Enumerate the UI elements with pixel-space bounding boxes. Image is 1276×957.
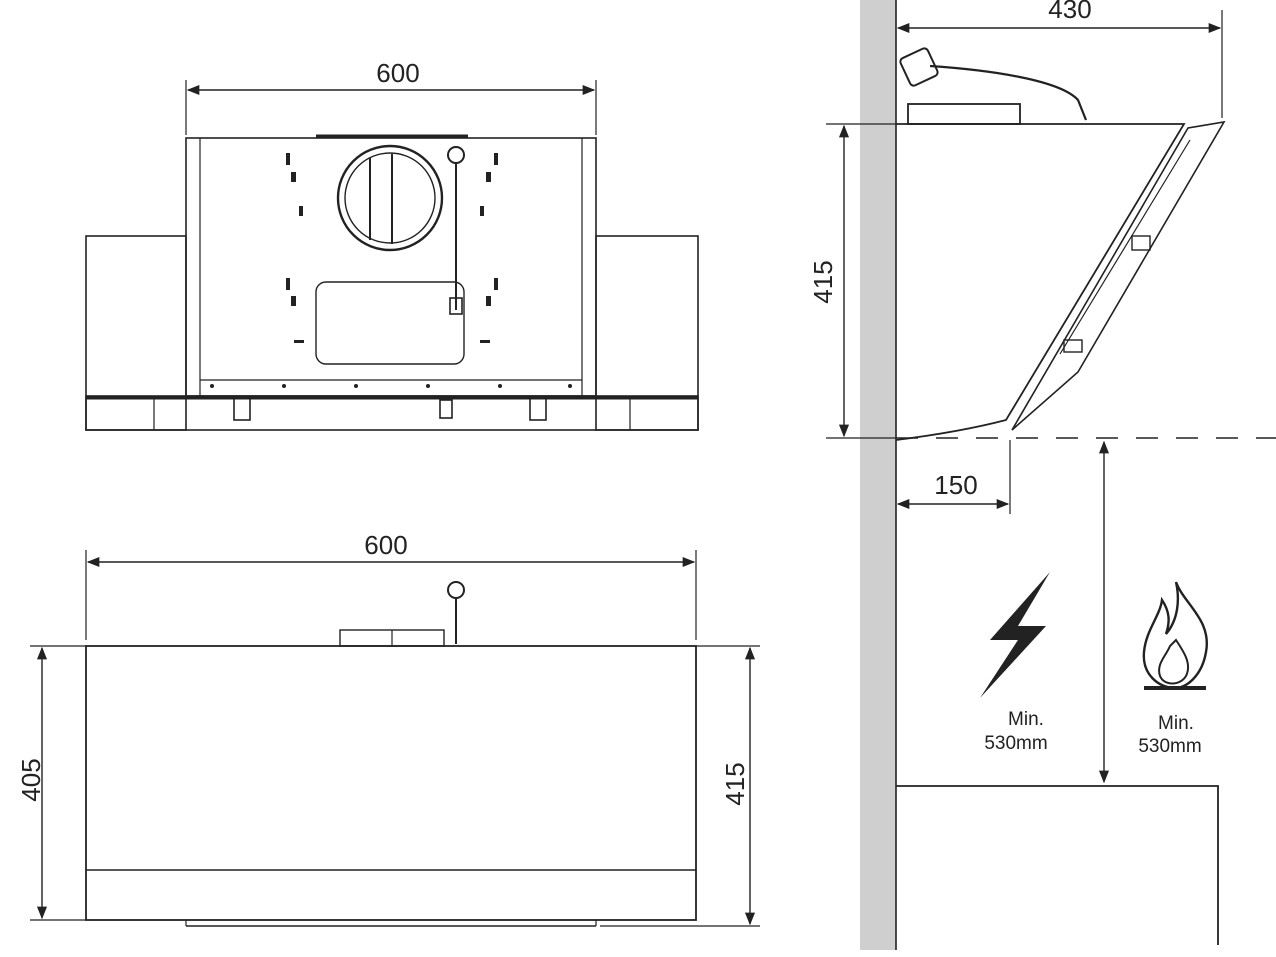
side-hood-body (895, 123, 1186, 441)
wall (860, 0, 896, 950)
front-width-label: 600 (364, 530, 407, 560)
gas-min-label: Min. (1158, 713, 1194, 734)
side-glass-panel (1011, 120, 1226, 431)
flame-icon (1142, 581, 1209, 690)
side-hinge-lower (1063, 339, 1083, 353)
top-mounting-slots (286, 153, 498, 343)
side-cooktop-outline (896, 785, 1219, 945)
top-filter-opening (315, 281, 465, 365)
duct-outlet-inner (344, 152, 436, 244)
top-clips (233, 397, 547, 421)
top-side-panel-left (85, 235, 187, 431)
side-height-label: 415 (808, 260, 838, 303)
side-depth-label: 430 (1048, 0, 1091, 24)
front-right-height-label: 415 (720, 762, 750, 805)
lightning-icon (980, 572, 1050, 698)
side-plug (899, 47, 939, 87)
top-plug (447, 146, 465, 164)
duct-outlet-ring (336, 144, 444, 252)
side-view: 430 415 150 Min. 530mm (808, 0, 1276, 950)
side-hinge-upper (1131, 235, 1151, 251)
top-side-panel-right (595, 235, 699, 431)
electric-clearance-value: 530mm (984, 733, 1047, 754)
side-glass-inner-line (1059, 139, 1191, 355)
top-rivets (210, 384, 572, 388)
side-power-cable (929, 64, 1088, 121)
top-cable-connector (449, 297, 463, 315)
top-front-bar (85, 395, 699, 431)
electric-min-label: Min. (1008, 709, 1044, 730)
front-plug (447, 581, 465, 599)
front-body (85, 645, 697, 921)
top-width-label: 600 (376, 58, 419, 88)
side-motor-collar (907, 103, 1021, 125)
side-offset-label: 150 (934, 470, 977, 500)
top-view: 600 (85, 58, 699, 431)
gas-clearance-value: 530mm (1138, 736, 1201, 757)
front-view: 600 405 415 (16, 530, 760, 927)
front-left-height-label: 405 (16, 758, 46, 801)
